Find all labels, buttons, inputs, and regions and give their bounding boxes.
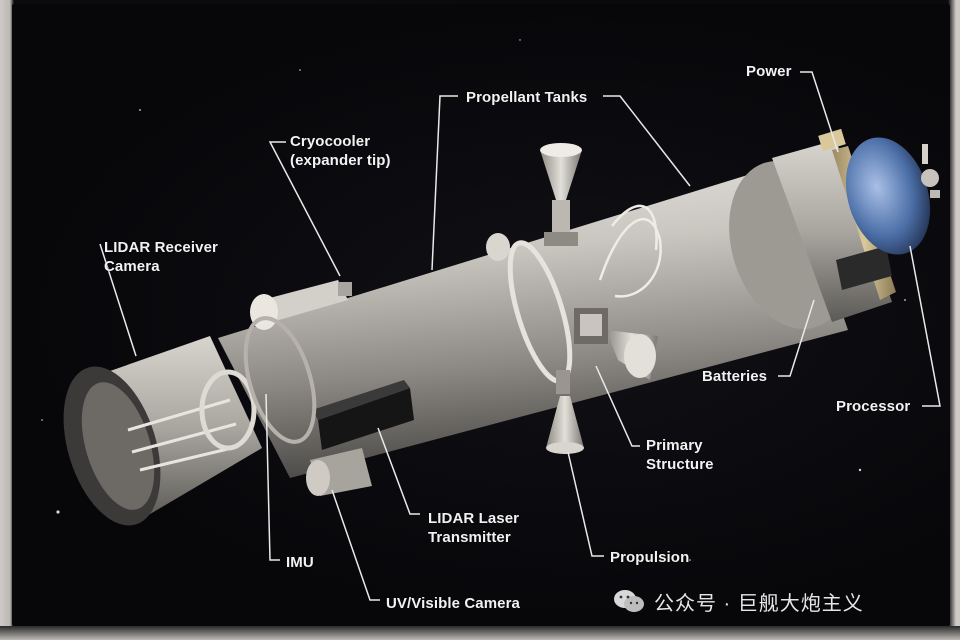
lidar-receiver bbox=[63, 316, 317, 526]
label-imu: IMU bbox=[286, 554, 314, 571]
label-lidar-receiver-camera: LIDAR Receiver Camera bbox=[104, 239, 218, 275]
label-cryocooler: Cryocooler (expander tip) bbox=[290, 133, 391, 169]
label-processor: Processor bbox=[836, 398, 911, 415]
watermark-text: 公众号 · 巨舰大炮主义 bbox=[654, 592, 864, 615]
uv-camera bbox=[306, 448, 372, 496]
leader-lines bbox=[99, 71, 941, 601]
tank-rings bbox=[598, 204, 662, 298]
label-uv-visible-camera: UV/Visible Camera bbox=[386, 595, 520, 612]
label-primary-structure: Primary Structure bbox=[646, 437, 714, 473]
lidar-laser-box bbox=[312, 380, 414, 450]
label-power: Power bbox=[746, 63, 792, 80]
star-field bbox=[41, 39, 906, 561]
top-thruster bbox=[540, 143, 582, 246]
label-lidar-laser-transmitter: LIDAR Laser Transmitter bbox=[428, 510, 520, 546]
label-propulsion: Propulsion bbox=[610, 549, 690, 566]
bottom-thruster bbox=[546, 370, 584, 454]
side-thruster bbox=[574, 308, 658, 380]
bottom-frame bbox=[0, 626, 960, 640]
label-propellant-tanks: Propellant Tanks bbox=[466, 89, 588, 106]
main-body bbox=[218, 161, 851, 478]
wechat-icon bbox=[614, 590, 644, 612]
label-batteries: Batteries bbox=[702, 368, 768, 385]
watermark: 公众号 · 巨舰大炮主义 bbox=[612, 587, 864, 615]
end-cap bbox=[845, 137, 940, 255]
